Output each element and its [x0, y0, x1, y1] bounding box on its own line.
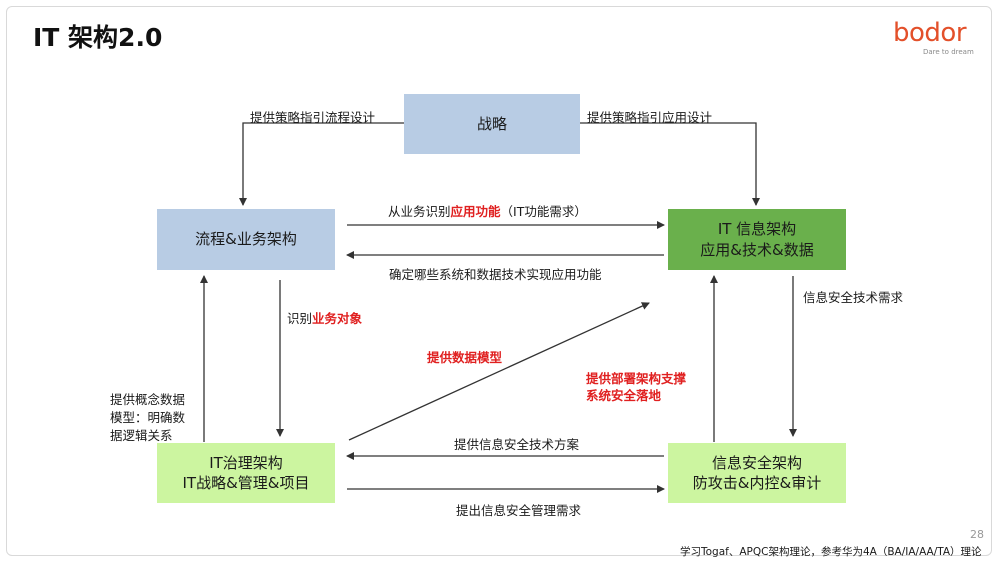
information-security-architecture-box: 信息安全架构 防攻击&内控&审计 [668, 443, 846, 503]
label-data-model: 提供数据模型 [427, 350, 503, 365]
slide-frame [6, 6, 992, 556]
label-process-to-it-prefix: 从业务识别 [388, 204, 451, 219]
it-box-title: IT 信息架构 [717, 220, 797, 239]
label-concept-line2: 模型：明确数 [110, 410, 186, 425]
label-process-to-it: 从业务识别应用功能（IT功能需求） [388, 201, 587, 220]
label-deploy-line2: 系统安全落地 [586, 388, 662, 403]
strategy-box: 战略 [404, 94, 580, 154]
label-strategy-to-it: 提供策略指引应用设计 [587, 110, 713, 125]
label-security-mgmt-need: 提出信息安全管理需求 [456, 503, 582, 518]
label-deploy-line1: 提供部署架构支撑 [586, 371, 687, 386]
footnote: 学习Togaf、APQC架构理论，参考华为4A（BA/IA/AA/TA）理论 [680, 546, 982, 558]
page-number: 28 [970, 528, 984, 541]
logo-tagline: Dare to dream [923, 48, 974, 56]
arrow-strategy-to-process [239, 122, 404, 206]
governance-box-title: IT治理架构 [209, 453, 283, 472]
label-identify-business-objects: 识别业务对象 [287, 308, 362, 327]
governance-box-subtitle: IT战略&管理&项目 [182, 474, 310, 492]
it-information-architecture-box: IT 信息架构 应用&技术&数据 [668, 209, 846, 270]
process-box-label: 流程&业务架构 [195, 230, 297, 249]
it-box-subtitle: 应用&技术&数据 [700, 240, 814, 259]
strategy-label: 战略 [476, 114, 507, 133]
arrow-strategy-to-it [580, 122, 760, 206]
page-title: IT 架构2.0 [33, 23, 163, 52]
process-business-architecture-box: 流程&业务架构 [157, 209, 335, 270]
arrow-governance-to-it [348, 302, 650, 441]
label-security-tech-need: 信息安全技术需求 [803, 290, 904, 305]
label-identify-highlight: 业务对象 [312, 311, 363, 326]
logo-wordmark: bodor [893, 18, 967, 48]
security-box-subtitle: 防攻击&内控&审计 [692, 474, 822, 492]
label-it-to-process: 确定哪些系统和数据技术实现应用功能 [389, 267, 602, 282]
label-process-to-it-suffix: （IT功能需求） [500, 204, 587, 219]
label-identify-prefix: 识别 [287, 311, 313, 326]
label-concept-line3: 据逻辑关系 [110, 428, 173, 443]
label-concept-line1: 提供概念数据 [110, 392, 186, 407]
it-governance-architecture-box: IT治理架构 IT战略&管理&项目 [157, 443, 335, 503]
bodor-logo: bodor Dare to dream [893, 18, 983, 58]
label-strategy-to-process: 提供策略指引流程设计 [250, 110, 376, 125]
label-process-to-it-highlight: 应用功能 [450, 204, 501, 219]
security-box-title: 信息安全架构 [711, 453, 802, 472]
label-security-solution: 提供信息安全技术方案 [454, 437, 580, 452]
